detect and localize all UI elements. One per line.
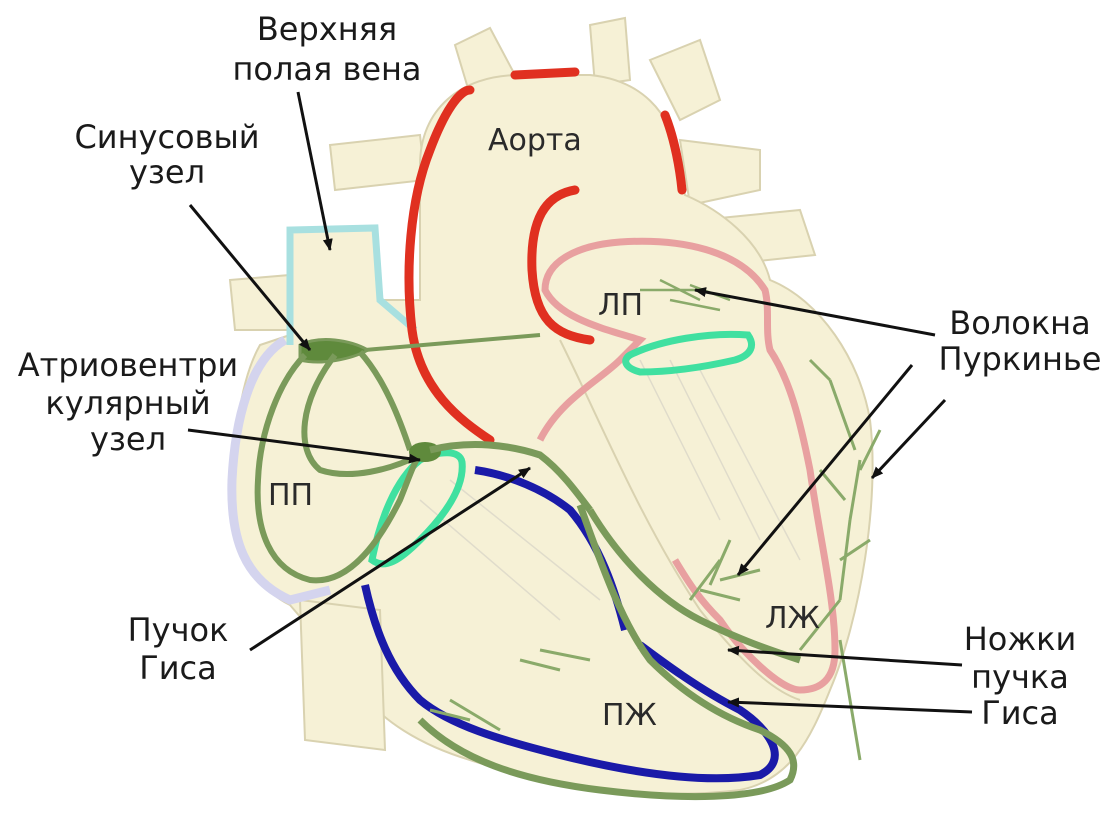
label-av-line2: кулярный [45,384,210,422]
label-branches-line1: Ножки [964,620,1077,658]
label-svc-line1: Верхняя [257,10,397,48]
label-svc-line2: полая вена [232,50,421,88]
label-ra: ПП [268,478,313,513]
label-lv: ЛЖ [765,601,820,636]
arrow-purkinje-edge [872,400,945,478]
pulmonary-artery-right [680,140,760,205]
aortic-arch-branch-right [650,40,720,120]
label-av-line1: Атриовентри [18,346,238,384]
label-branches-line2: пучка [971,658,1069,696]
label-rv: ПЖ [602,698,657,733]
label-sa-line1: Синусовый [74,118,259,156]
pulmonary-artery-left [330,135,425,190]
label-purkinje-line1: Волокна [949,304,1090,342]
label-av-line3: узел [90,420,166,458]
label-purkinje-line2: Пуркинье [939,340,1102,378]
label-branches-line3: Гиса [981,694,1059,732]
label-his-line1: Пучок [128,611,229,649]
label-aorta: Аорта [488,123,582,158]
label-his-line2: Гиса [139,649,217,687]
label-la: ЛП [598,288,643,323]
label-sa-line2: узел [129,153,205,191]
